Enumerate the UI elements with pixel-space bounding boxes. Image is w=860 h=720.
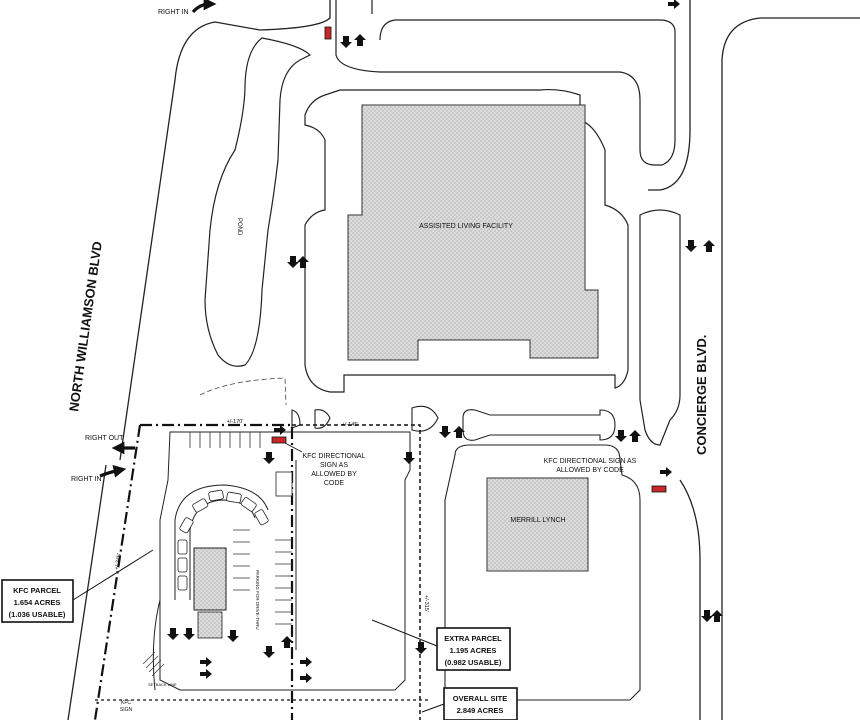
label-right-in-bottom: RIGHT IN: [71, 476, 102, 483]
svg-text:1.195 ACRES: 1.195 ACRES: [450, 646, 497, 655]
turn-arrows: [99, 0, 217, 478]
svg-text:KFC DIRECTIONAL SIGN AS: KFC DIRECTIONAL SIGN AS: [544, 458, 637, 465]
overall-site-callout: OVERALL SITE 2.849 ACRES: [443, 687, 518, 720]
sign-marker-kfc: [271, 436, 287, 444]
svg-text:KFC PARCEL: KFC PARCEL: [13, 586, 61, 595]
kfc-parcel-leader: [72, 549, 154, 601]
dimension-2: +/-145': [342, 422, 359, 428]
kfc-sign-label: KFC SIGN: [120, 700, 133, 713]
svg-text:ALLOWED BY: ALLOWED BY: [311, 471, 357, 478]
svg-text:EXTRA PARCEL: EXTRA PARCEL: [444, 634, 502, 643]
svg-text:SIGN AS: SIGN AS: [320, 462, 348, 469]
road-label-north-williamson: NORTH WILLIAMSON BLVD: [66, 240, 105, 412]
extra-parcel-leader: [371, 619, 438, 647]
kfc-building: [193, 547, 227, 611]
svg-text:1.654 ACRES: 1.654 ACRES: [14, 598, 61, 607]
kfc-sign-hatch: [142, 651, 165, 677]
dimension-4: +/-315': [423, 595, 429, 612]
merrill-lynch-building: [486, 477, 589, 572]
svg-text:ALLOWED BY CODE: ALLOWED BY CODE: [556, 467, 624, 474]
top-access-drive: [335, 0, 676, 166]
setback-label-1: SETBACK LINE: [148, 682, 177, 687]
kfc-directional-sign-2: KFC DIRECTIONAL SIGN AS ALLOWED BY CODE: [544, 458, 637, 474]
svg-text:KFC: KFC: [121, 700, 131, 706]
assisted-living-building: [347, 104, 599, 361]
svg-text:2.849 ACRES: 2.849 ACRES: [457, 706, 504, 715]
access-easement-line: [199, 377, 287, 406]
pond-label: POND: [236, 218, 242, 236]
label-right-out: RIGHT OUT: [85, 435, 124, 442]
median-islands: [291, 405, 616, 441]
assisted-living-label: ASSISITED LIVING FACILITY: [419, 223, 513, 230]
road-north-williamson: [67, 0, 331, 720]
road-concierge: [648, 0, 860, 720]
dimension-3: +/-345': [114, 553, 123, 571]
kfc-parcel-callout: KFC PARCEL 1.654 ACRES (1.036 USABLE): [1, 579, 74, 623]
svg-text:KFC DIRECTIONAL: KFC DIRECTIONAL: [302, 453, 365, 460]
kfc-directional-sign-1: KFC DIRECTIONAL SIGN AS ALLOWED BY CODE: [284, 442, 366, 487]
road-label-concierge: CONCIERGE BLVD.: [694, 335, 709, 455]
svg-text:SIGN: SIGN: [120, 707, 133, 713]
label-right-in-top: RIGHT IN: [158, 9, 189, 16]
svg-text:OVERALL SITE: OVERALL SITE: [453, 694, 507, 703]
kfc-loading: [275, 471, 293, 497]
svg-text:(1.036 USABLE): (1.036 USABLE): [9, 610, 66, 619]
merrill-lot-outline: [444, 444, 641, 701]
kfc-parking-top: [189, 432, 261, 448]
sign-marker-top: [324, 26, 332, 40]
pond: [204, 37, 312, 367]
svg-text:(0.982 USABLE): (0.982 USABLE): [445, 658, 502, 667]
svg-text:CODE: CODE: [324, 480, 345, 487]
extra-parcel-callout: EXTRA PARCEL 1.195 ACRES (0.982 USABLE): [436, 627, 511, 671]
traffic-arrows: [167, 0, 723, 683]
drive-thru-cars: [177, 489, 269, 591]
extra-parcel-boundary: [292, 424, 421, 720]
kfc-parking-right: [233, 529, 292, 625]
overall-site-leader: [421, 703, 445, 713]
sign-marker-merrill: [651, 485, 667, 493]
kfc-inner-curb: [152, 460, 297, 691]
merrill-lynch-label: MERRILL LYNCH: [510, 517, 565, 524]
kfc-dumpster: [197, 611, 223, 639]
kfc-lot-note: PARKING FOR DRIVE-THRU: [255, 570, 260, 630]
dimension-1: +/-170': [227, 419, 244, 425]
